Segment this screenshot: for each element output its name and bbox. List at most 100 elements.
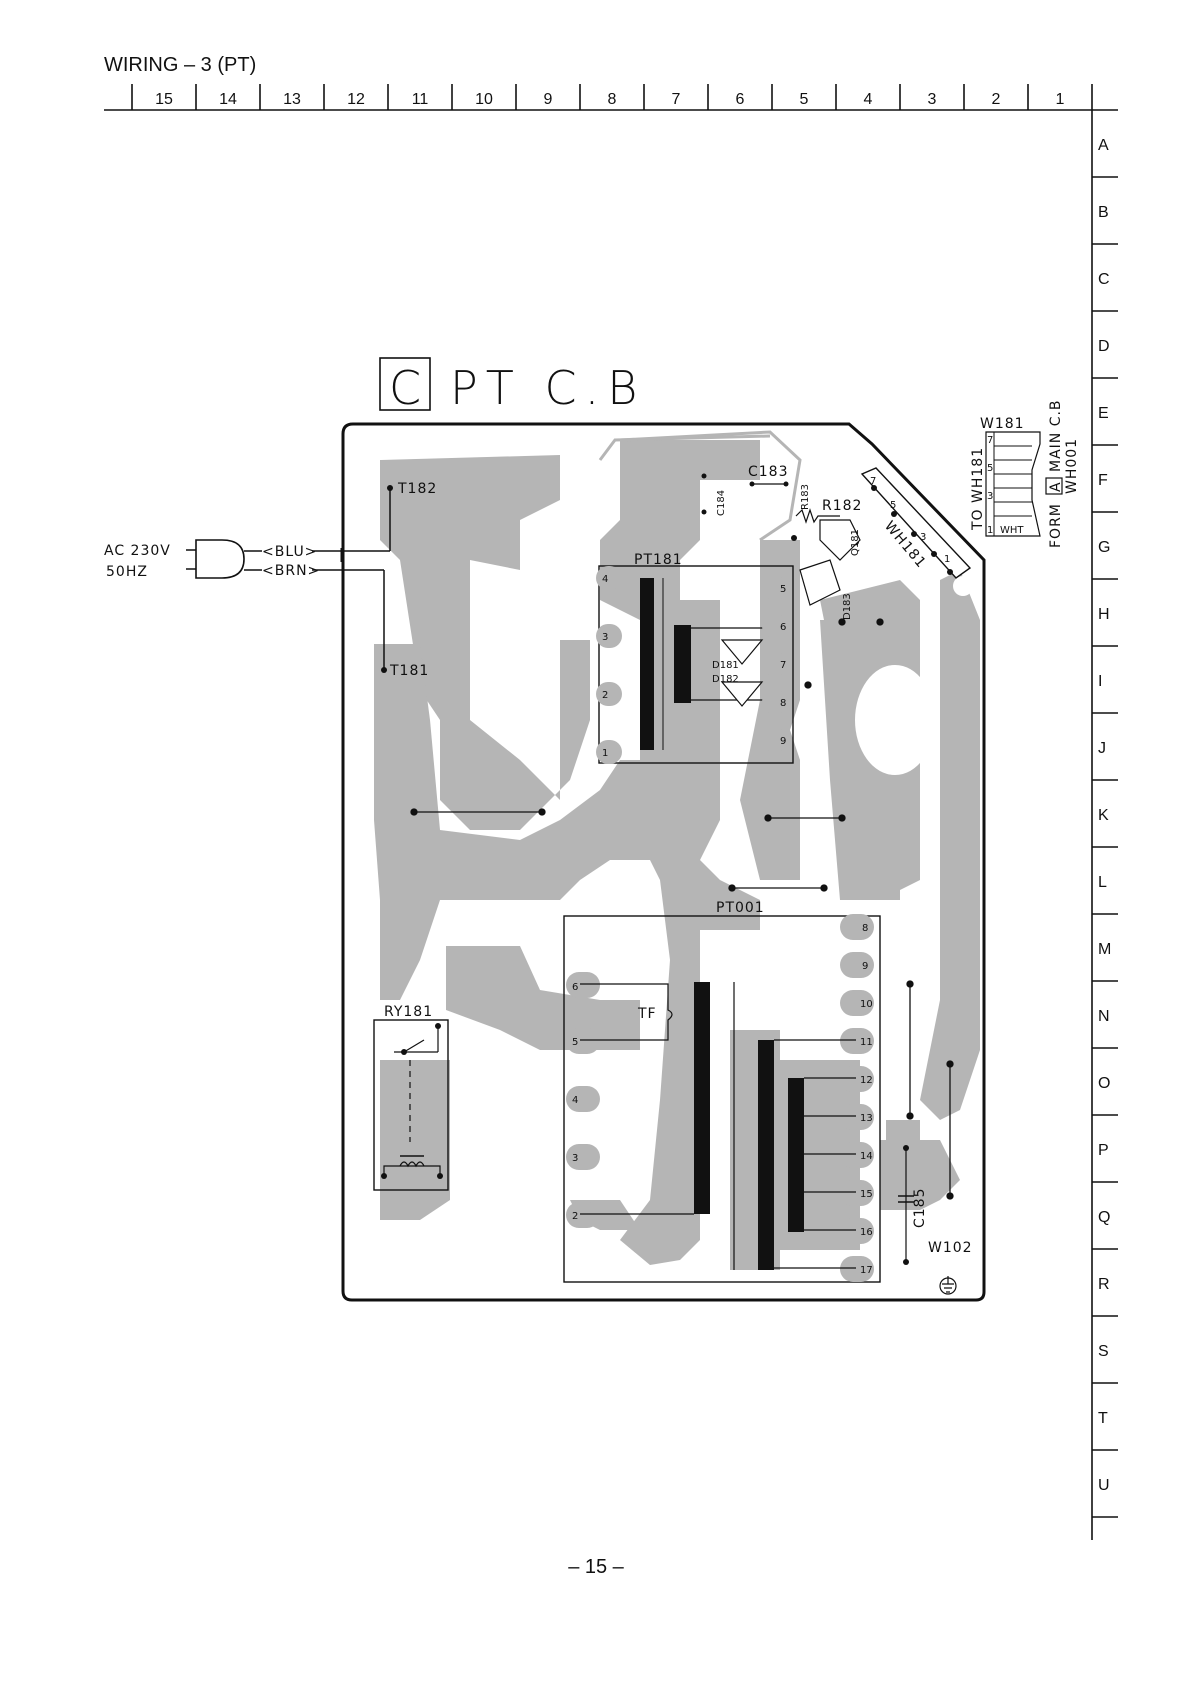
main-label: MAIN C.B [1048, 399, 1064, 472]
row-label: T [1098, 1410, 1108, 1427]
pt001-left-pin: 3 [572, 1153, 578, 1164]
pt001-label: PT001 [716, 900, 765, 916]
pt001-right-pin: 9 [862, 961, 868, 972]
wh181-pin: 5 [890, 500, 896, 511]
row-label: H [1098, 606, 1110, 623]
w181-label: W181 [980, 416, 1025, 432]
column-label: 14 [219, 91, 237, 108]
row-label: C [1098, 271, 1110, 288]
wh181-pin: 3 [920, 532, 926, 543]
column-label: 2 [992, 91, 1001, 108]
plug-icon [195, 539, 245, 579]
pt181-pin: 5 [780, 584, 786, 595]
pcb-pad-rings [598, 430, 802, 542]
t181-label: T181 [389, 663, 429, 679]
row-ruler [1092, 176, 1118, 1518]
pt181-pin: 3 [602, 632, 608, 643]
pcb-outline [341, 422, 986, 1302]
board-letter: C [389, 361, 421, 415]
pt181-pin: 9 [780, 736, 786, 747]
row-label: P [1098, 1142, 1109, 1159]
column-label: 15 [155, 91, 173, 108]
column-label: 3 [928, 91, 937, 108]
row-label: I [1098, 673, 1102, 690]
wire-brown: <BRN> [262, 563, 320, 579]
ac-input: AC 230V 50HZ <BLU> <BRN> [104, 485, 393, 673]
column-labels: 15 14 13 12 11 10 9 8 7 6 5 4 3 2 1 [155, 91, 1064, 108]
diode-d181 [720, 639, 764, 707]
ry181-label: RY181 [384, 1004, 433, 1020]
jumpers [410, 618, 954, 1200]
w102-label: W102 [928, 1240, 973, 1256]
form-label: FORM [1048, 503, 1064, 548]
to-label: TO WH181 [970, 447, 986, 531]
wht-label: WHT [1000, 525, 1024, 536]
r182-label: R182 [822, 498, 862, 514]
row-labels: A B C D E F G H I J K L M N O P Q R S T … [1098, 137, 1111, 1494]
ac-frequency: 50HZ [106, 564, 148, 580]
column-label: 13 [283, 91, 301, 108]
pt181-pin: 8 [780, 698, 786, 709]
pt181-label: PT181 [634, 552, 683, 568]
row-label: R [1098, 1276, 1110, 1293]
note-pin: 5 [987, 463, 993, 474]
pt181-pin: 6 [780, 622, 786, 633]
column-ruler [104, 84, 1118, 1540]
pt001-left-pin: 5 [572, 1037, 578, 1048]
pt001-right-pin: 14 [860, 1151, 873, 1162]
connector-note: W181 7 5 3 1 WHT TO WH181 FORM A MAIN C.… [970, 399, 1080, 548]
row-label: A [1098, 137, 1109, 154]
ground-icon [942, 1276, 954, 1293]
row-label: Q [1098, 1209, 1110, 1226]
pt181-pin: 4 [602, 574, 608, 585]
row-label: L [1098, 874, 1107, 891]
note-pin: 1 [987, 525, 993, 536]
row-label: S [1098, 1343, 1109, 1360]
pt001-right-pin: 11 [860, 1037, 873, 1048]
wh181-pin: 7 [870, 476, 876, 487]
row-label: J [1098, 740, 1106, 757]
row-label: O [1098, 1075, 1110, 1092]
row-label: K [1098, 807, 1109, 824]
column-label: 7 [672, 91, 681, 108]
note-pin: 7 [987, 435, 993, 446]
column-label: 12 [347, 91, 365, 108]
pt001-right-pin: 16 [860, 1227, 873, 1238]
ry181-relay: RY181 [373, 1004, 449, 1191]
column-label: 9 [544, 91, 553, 108]
pt181-pin: 1 [602, 748, 608, 759]
row-label: M [1098, 941, 1111, 958]
row-label: F [1098, 472, 1108, 489]
pt001-right-pads [840, 914, 874, 1282]
pt001-right-pin: 17 [860, 1265, 873, 1276]
pt001-right-pin: 15 [860, 1189, 873, 1200]
column-label: 4 [864, 91, 873, 108]
pt001-right-pin: 12 [860, 1075, 873, 1086]
d182-label: D182 [712, 674, 739, 685]
pt001-left-pads [566, 972, 600, 1228]
column-label: 6 [736, 91, 745, 108]
row-label: B [1098, 204, 1109, 221]
c184-label: C184 [716, 490, 727, 516]
column-label: 11 [412, 91, 429, 108]
top-components: C183 C184 R182 R183 Q181 D183 [701, 464, 862, 620]
pt181-pin: 7 [780, 660, 786, 671]
pcb-holes [855, 576, 973, 775]
c183-label: C183 [748, 464, 789, 480]
wire-blue: <BLU> [262, 544, 317, 560]
page-title: WIRING – 3 (PT) [104, 54, 257, 76]
row-label: D [1098, 338, 1110, 355]
column-label: 5 [800, 91, 809, 108]
form-box: A [1048, 481, 1064, 492]
pt001-left-pin: 2 [572, 1211, 578, 1222]
board-name: PT C.B [450, 361, 645, 415]
q181-label: Q181 [850, 529, 861, 556]
d181-label: D181 [712, 660, 739, 671]
pt001-right-pin: 13 [860, 1113, 873, 1124]
note-pin: 3 [987, 491, 993, 502]
coil-icon [399, 1161, 425, 1168]
row-label: E [1098, 405, 1109, 422]
c185-label: C185 [912, 1188, 928, 1229]
wh181-connector: 7 5 3 1 WH181 [860, 467, 972, 579]
